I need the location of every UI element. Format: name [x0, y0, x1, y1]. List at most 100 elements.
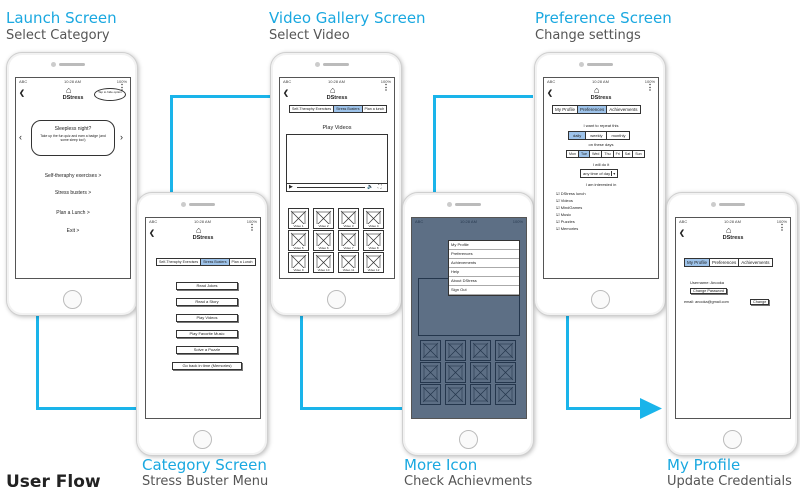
- day-fri[interactable]: Fri: [614, 151, 623, 157]
- house-icon[interactable]: ⌂: [66, 85, 72, 95]
- menu-item-achievements[interactable]: Achievements: [449, 259, 519, 268]
- home-button[interactable]: [327, 290, 346, 309]
- menu-exit[interactable]: Exit >: [66, 228, 80, 234]
- preference-tabs: My Profile Preferences Achievements: [552, 105, 641, 114]
- time-select[interactable]: any time of day ▾: [580, 169, 619, 178]
- house-icon[interactable]: ⌂: [196, 225, 202, 235]
- back-arrow-icon[interactable]: ❮: [679, 230, 685, 237]
- video-label: Video 7: [339, 246, 358, 250]
- kebab-icon[interactable]: ⋮: [778, 223, 786, 232]
- home-button[interactable]: [63, 290, 82, 309]
- tab-stress-busters[interactable]: Stress Busters: [334, 106, 363, 112]
- time-select-value: any time of day: [583, 171, 611, 176]
- day-sun[interactable]: Sun: [635, 152, 642, 156]
- play-videos-button[interactable]: Play Videos: [176, 314, 238, 322]
- home-button[interactable]: [459, 430, 478, 449]
- repeat-weekly[interactable]: weekly: [586, 132, 608, 139]
- interest-checkbox[interactable]: ☑ Music: [556, 212, 572, 217]
- kebab-icon[interactable]: ⋮: [382, 83, 390, 92]
- kebab-icon[interactable]: ⋮: [646, 83, 654, 92]
- change-email-button[interactable]: Change: [750, 299, 770, 305]
- fullscreen-icon[interactable]: ⛶: [378, 184, 382, 190]
- video-thumbnail[interactable]: Video 4: [363, 208, 384, 229]
- repeat-monthly[interactable]: monthly: [611, 133, 626, 138]
- quiz-card[interactable]: Sleepless night? Take up the fun quiz an…: [31, 120, 115, 156]
- interest-checkbox[interactable]: ☑ Videos: [556, 198, 573, 203]
- house-icon[interactable]: ⌂: [594, 85, 600, 95]
- tab-plan-lunch[interactable]: Plan a Lunch: [229, 259, 255, 265]
- tab-self-therapy[interactable]: Self-Theraphy Exercises: [157, 259, 202, 265]
- tab-preferences[interactable]: Preferences: [578, 106, 608, 113]
- menu-item-my-profile[interactable]: My Profile: [449, 241, 519, 250]
- back-arrow-icon[interactable]: ❮: [283, 90, 289, 97]
- play-music-button[interactable]: Play Favorite Music: [176, 330, 238, 338]
- house-icon[interactable]: ⌂: [330, 85, 336, 95]
- repeat-daily[interactable]: daily: [569, 132, 587, 139]
- day-thu[interactable]: Thu: [602, 151, 614, 157]
- next-arrow-icon[interactable]: ›: [120, 132, 123, 142]
- tab-my-profile[interactable]: My Profile: [685, 259, 711, 266]
- video-thumbnail[interactable]: Video 11: [338, 252, 359, 273]
- video-thumbnail[interactable]: Video 5: [288, 230, 309, 251]
- day-mon[interactable]: Mon: [567, 151, 579, 157]
- video-thumbnail[interactable]: Video 1: [288, 208, 309, 229]
- interest-checkbox[interactable]: ☑ Puzzles: [556, 219, 575, 224]
- tab-achievements[interactable]: Achievements: [607, 106, 640, 113]
- day-wed[interactable]: Wed: [590, 151, 603, 157]
- gallery-caption-title: Video Gallery Screen: [269, 9, 426, 27]
- menu-item-preferences[interactable]: Preferences: [449, 250, 519, 259]
- tab-stress-busters[interactable]: Stress Busters: [201, 259, 230, 265]
- home-button[interactable]: [591, 290, 610, 309]
- video-thumbnail[interactable]: Video 7: [338, 230, 359, 251]
- back-arrow-icon[interactable]: ❮: [149, 230, 155, 237]
- video-thumbnail[interactable]: Video 6: [313, 230, 334, 251]
- solve-puzzle-button[interactable]: Solve a Puzzle: [176, 346, 238, 354]
- video-thumbnail[interactable]: Video 2: [313, 208, 334, 229]
- category-caption-title: Category Screen: [142, 456, 267, 474]
- kebab-icon[interactable]: ⋮: [118, 83, 126, 92]
- video-label: Video 10: [314, 268, 333, 272]
- change-password-button[interactable]: Change Password: [690, 288, 728, 294]
- home-button[interactable]: [193, 430, 212, 449]
- app-title: DStress: [62, 95, 84, 101]
- back-arrow-icon[interactable]: ❮: [547, 90, 553, 97]
- memories-button[interactable]: Go back in time (Memories): [172, 362, 242, 370]
- back-arrow-icon[interactable]: ❮: [19, 90, 25, 97]
- day-sat[interactable]: Sat: [623, 151, 634, 157]
- tab-my-profile[interactable]: My Profile: [553, 106, 579, 113]
- play-icon[interactable]: ▶: [289, 184, 293, 190]
- menu-plan-lunch[interactable]: Plan a Lunch >: [56, 210, 90, 216]
- home-button[interactable]: [723, 430, 742, 449]
- menu-self-therapy[interactable]: Self-theraphy exercises >: [44, 173, 102, 179]
- volume-icon[interactable]: 🔈: [367, 184, 374, 190]
- house-icon[interactable]: ⌂: [726, 225, 732, 235]
- menu-stress-busters[interactable]: Stress busters >: [54, 190, 92, 196]
- day-tue[interactable]: Tue: [579, 151, 591, 157]
- preference-caption-subtitle: Change settings: [535, 28, 641, 43]
- menu-item-about[interactable]: About DStress: [449, 277, 519, 286]
- read-story-button[interactable]: Read a Story: [176, 298, 238, 306]
- video-player[interactable]: ▶ 🔈 ⛶: [286, 134, 388, 192]
- play-videos-heading: Play Videos: [322, 125, 352, 131]
- tab-preferences[interactable]: Preferences: [710, 259, 740, 266]
- video-thumbnail[interactable]: Video 8: [363, 230, 384, 251]
- tab-achievements[interactable]: Achievements: [739, 259, 772, 266]
- video-thumbnail[interactable]: Video 12: [363, 252, 384, 273]
- interest-checkbox[interactable]: ☑ MindGames: [556, 205, 583, 210]
- prev-arrow-icon[interactable]: ‹: [19, 132, 22, 142]
- tab-self-therapy[interactable]: Self-Theraphy Exercises: [290, 106, 335, 112]
- video-thumbnail[interactable]: Video 3: [338, 208, 359, 229]
- kebab-icon[interactable]: ⋮: [248, 223, 256, 232]
- tab-plan-lunch[interactable]: Plan a lunch: [362, 106, 387, 112]
- flow-line: [433, 95, 436, 200]
- progress-track[interactable]: [297, 187, 365, 188]
- read-jokes-button[interactable]: Read Jokes: [176, 282, 238, 290]
- interest-checkbox[interactable]: ☑ DStress lunch: [556, 191, 586, 196]
- menu-item-help[interactable]: Help: [449, 268, 519, 277]
- video-thumbnail[interactable]: Video 10: [313, 252, 334, 273]
- interest-checkbox[interactable]: ☑ Memories: [556, 226, 579, 231]
- video-thumbnail[interactable]: Video 9: [288, 252, 309, 273]
- menu-item-sign-out[interactable]: Sign Out: [449, 286, 519, 295]
